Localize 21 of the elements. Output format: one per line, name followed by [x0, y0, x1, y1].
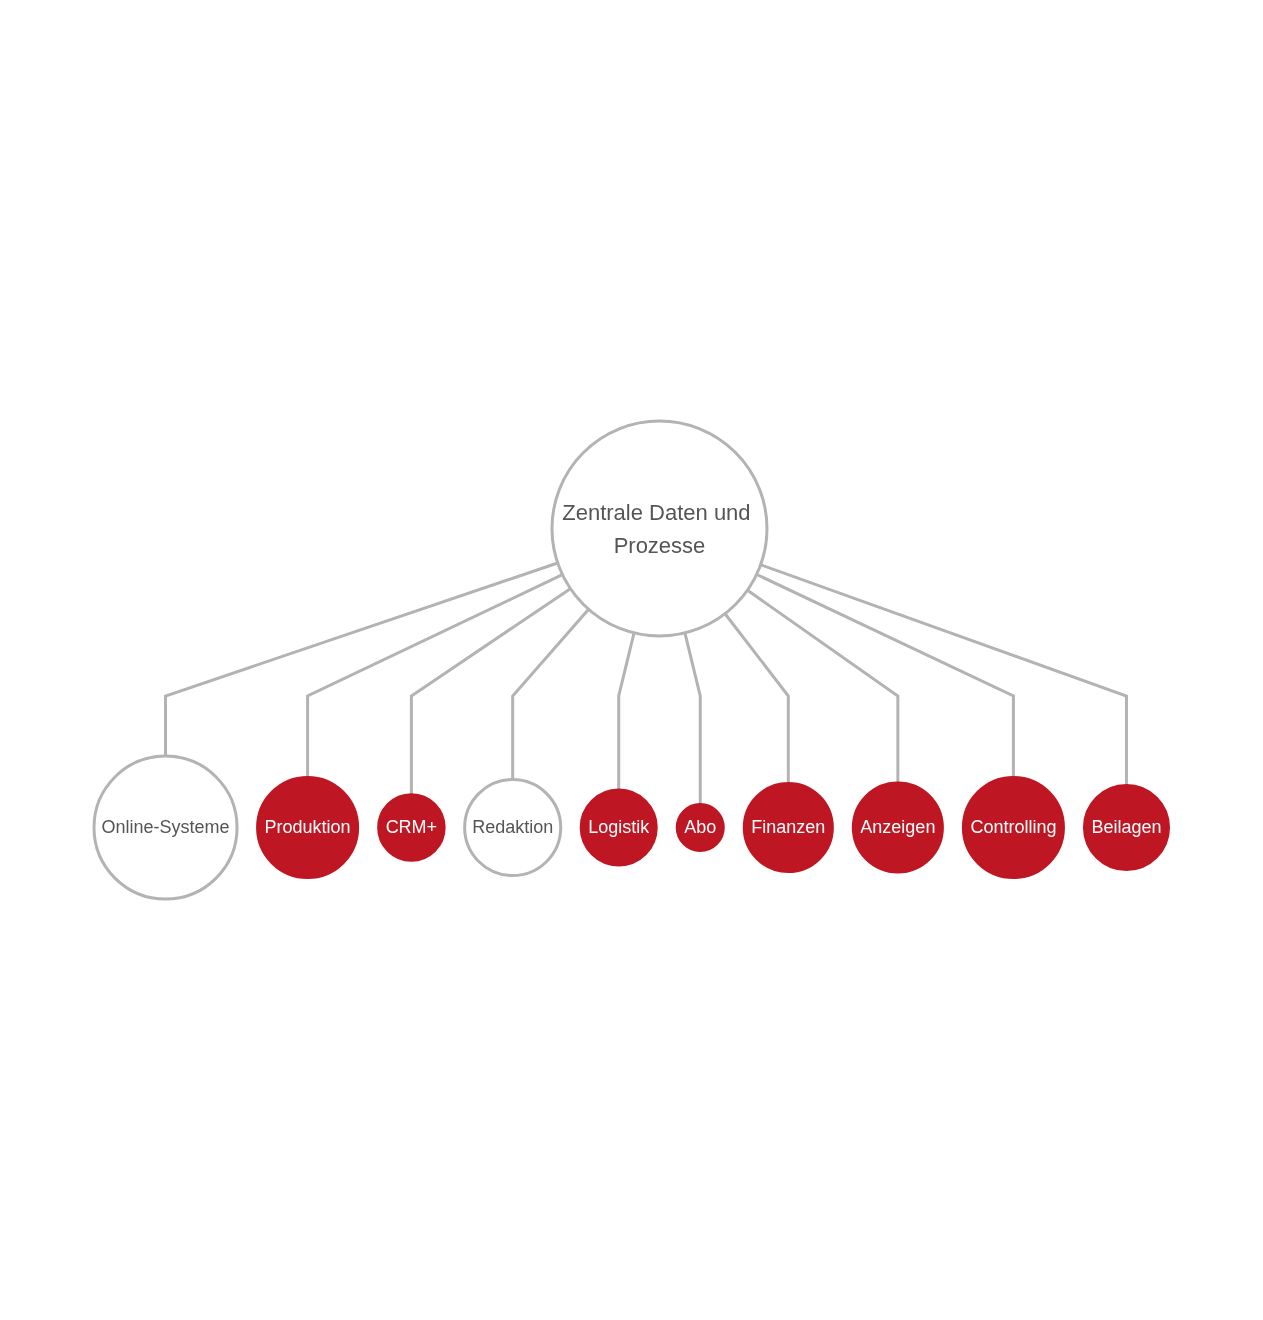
- node-circle: Controlling: [961, 776, 1065, 879]
- connector: [306, 573, 564, 777]
- connector: [746, 589, 900, 783]
- node-circle: Beilagen: [1082, 783, 1170, 872]
- node-circle: CRM+: [377, 793, 446, 862]
- connector: [723, 612, 790, 783]
- connector: [164, 561, 559, 756]
- node-circle: Online-Systeme: [92, 754, 239, 901]
- connector: [511, 608, 590, 780]
- node-circle: Abo: [675, 803, 725, 852]
- node-circle: Redaktion: [463, 777, 563, 878]
- node-circle: Logistik: [579, 788, 658, 867]
- node-circle: Produktion: [256, 775, 360, 880]
- connector: [409, 587, 572, 795]
- node-circle: Anzeigen: [851, 781, 944, 874]
- node-circle: Zentrale Daten und Prozesse: [550, 419, 769, 638]
- node-circle: Finanzen: [742, 781, 834, 874]
- connector: [683, 632, 702, 804]
- connector: [756, 573, 1015, 777]
- connector: [617, 632, 636, 790]
- connector: [760, 563, 1128, 785]
